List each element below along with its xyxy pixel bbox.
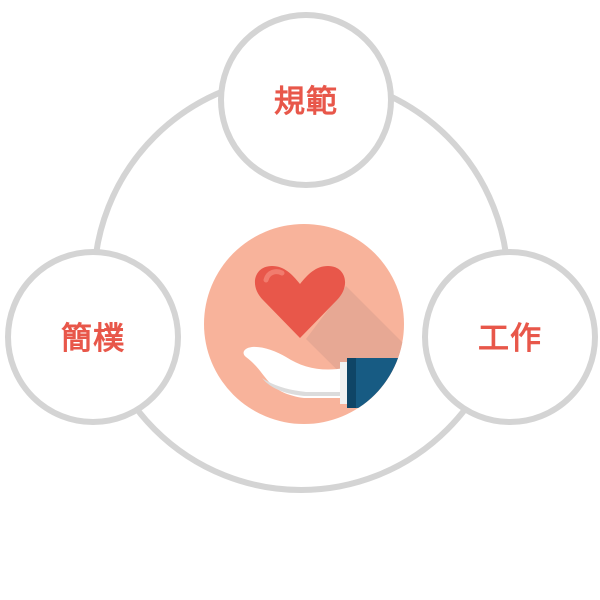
hand-shade bbox=[262, 378, 345, 396]
node-top-label: 規範 bbox=[274, 84, 338, 120]
shirt-cuff bbox=[340, 362, 348, 404]
node-top-circle bbox=[218, 12, 394, 188]
node-left-circle bbox=[5, 249, 181, 425]
node-right: 工作 bbox=[422, 249, 598, 425]
node-left-label: 簡樸 bbox=[61, 321, 125, 357]
heart-highlight bbox=[263, 269, 285, 283]
node-top: 規範 bbox=[218, 12, 394, 188]
node-right-label: 工作 bbox=[478, 321, 542, 357]
heart-in-hand-icon bbox=[204, 224, 404, 424]
hand-icon bbox=[243, 346, 345, 398]
heart-icon bbox=[254, 266, 346, 338]
node-right-circle bbox=[422, 249, 598, 425]
node-left: 簡樸 bbox=[5, 249, 181, 425]
sleeve-shadow bbox=[347, 358, 356, 408]
sleeve bbox=[347, 358, 404, 408]
